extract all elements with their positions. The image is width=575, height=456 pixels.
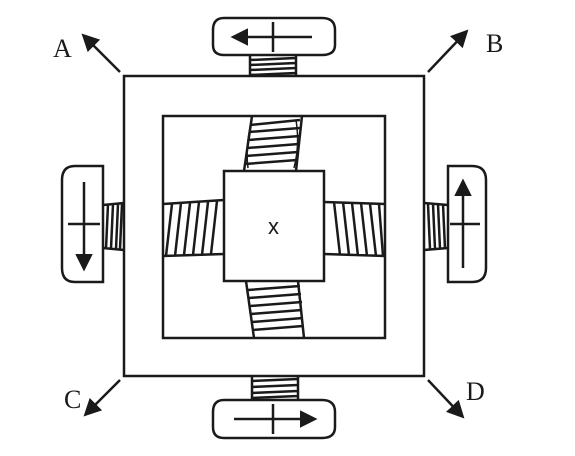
left-knob-arrow [68,182,100,272]
label-c: C [64,385,81,414]
right-inner-thread [323,200,386,258]
bottom-inner-thread [244,280,306,339]
top-outer-thread [248,55,298,77]
left-screw [60,164,225,284]
top-knob [211,16,337,57]
top-knob-arrow [230,22,312,52]
left-outer-thread [102,201,125,252]
right-knob-arrow [450,178,480,268]
label-b: B [486,29,503,58]
top-inner-thread [242,115,304,172]
right-screw [323,164,488,284]
arrow-a [81,33,121,73]
center-block [222,169,326,283]
right-knob [446,164,488,284]
center-mark: x [268,214,279,239]
outer-frame [122,74,426,378]
inner-frame [161,114,387,340]
arrow-c [83,379,121,417]
arrow-b [427,29,469,73]
bottom-screw [211,280,337,440]
arrow-d [427,379,465,419]
label-a: A [53,34,72,63]
right-outer-thread [423,201,449,252]
top-screw [211,16,337,172]
left-knob [60,164,105,284]
left-inner-thread [162,198,225,258]
bottom-outer-thread [250,376,300,400]
label-d: D [466,377,485,406]
bottom-knob-arrow [234,404,318,434]
bottom-knob [211,398,337,440]
